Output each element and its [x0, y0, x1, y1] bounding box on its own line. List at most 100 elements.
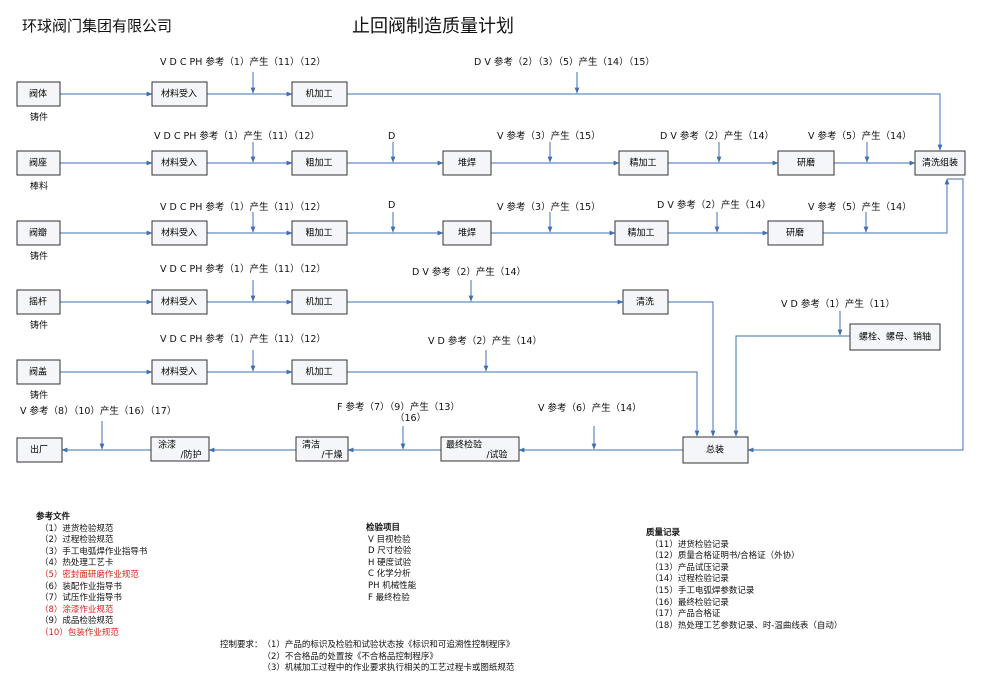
box-shipping: 出厂	[16, 437, 63, 463]
quality-records-legend: 质量记录 （11）进货检验记录 （12）质量合格证明书/合格证（外协） （13）…	[646, 528, 842, 632]
svg-text:材料受入: 材料受入	[161, 366, 197, 378]
ref-doc-item: （6）装配作业指导书	[40, 581, 122, 592]
reference-documents-legend: 参考文件 （1）进货检验规范 （2）过程检验规范 （3）手工电弧焊作业指导书 （…	[36, 512, 147, 640]
svg-text:机加工: 机加工	[305, 296, 332, 308]
inspection-item: PH 机械性能	[368, 580, 417, 591]
svg-text:材料受入: 材料受入	[161, 88, 197, 100]
svg-text:阀盖: 阀盖	[29, 366, 47, 378]
box-r2-material-receive: 材料受入	[151, 150, 208, 176]
ref-doc-item: （4）热处理工艺卡	[40, 558, 114, 569]
note-r2-d: D	[388, 131, 395, 142]
box-cleaning-assembly: 清洗组装	[914, 150, 966, 176]
reference-documents-title: 参考文件	[36, 512, 71, 522]
box-r4-machining: 机加工	[291, 289, 348, 315]
inspection-item: H 硬度试验	[368, 557, 412, 568]
svg-text:螺栓、螺母、销轴: 螺栓、螺母、销轴	[859, 331, 931, 343]
ref-doc-item: （9）成品检验规范	[40, 616, 114, 627]
quality-record-item: （17）产品合格证	[650, 609, 721, 620]
svg-text:/干燥: /干燥	[321, 450, 342, 461]
svg-text:阀瓣: 阀瓣	[29, 228, 47, 239]
inspection-item: V 目视检验	[368, 534, 411, 545]
svg-text:/试验: /试验	[486, 449, 507, 461]
note-ship: V 参考（8）（10）产生（16）（17）	[20, 405, 176, 417]
svg-text:材料受入: 材料受入	[161, 157, 197, 169]
material-r2: 棒料	[30, 180, 48, 192]
box-r4-rocker-arm: 摇杆	[16, 289, 61, 315]
box-r2-rough-machining: 粗加工	[291, 150, 348, 176]
svg-text:机加工: 机加工	[305, 88, 332, 100]
box-r3-finish-machining: 精加工	[614, 220, 669, 246]
note-r3-finish: D V 参考（2）产生（14）	[657, 199, 771, 211]
quality-record-item: （16）最终检验记录	[650, 597, 729, 608]
box-r1-valve-body: 阀体	[16, 81, 61, 107]
box-r3-rough-machining: 粗加工	[291, 220, 348, 246]
box-painting-protection: 涂漆 /防护	[150, 436, 210, 462]
box-final-inspection-test: 最终检验 /试验	[440, 436, 520, 462]
note-r5-receive: V D C PH 参考（1）产生（11）（12）	[160, 333, 326, 345]
box-r5-bonnet: 阀盖	[16, 359, 61, 385]
svg-text:材料受入: 材料受入	[161, 296, 197, 308]
svg-text:清洁: 清洁	[302, 439, 320, 451]
svg-text:阀座: 阀座	[29, 157, 47, 169]
note-assembly: V 参考（6）产生（14）	[538, 402, 642, 414]
quality-records-title: 质量记录	[646, 528, 681, 538]
company-name: 环球阀门集团有限公司	[22, 17, 173, 35]
control-requirements-label: 控制要求：	[220, 640, 263, 650]
svg-text:精加工: 精加工	[627, 227, 654, 239]
material-r4: 铸件	[30, 319, 48, 331]
ref-doc-item: （2）过程检验规范	[40, 535, 114, 546]
note-r3-d: D	[388, 200, 395, 211]
ref-doc-item: （5）密封面研磨作业规范	[40, 569, 139, 580]
svg-text:粗加工: 粗加工	[305, 157, 332, 169]
control-item: （3）机械加工过程中的作业要求执行相关的工艺过程卡或图纸规范	[262, 663, 515, 674]
note-r2-weld: V 参考（3）产生（15）	[497, 130, 601, 142]
note-r2-finish: D V 参考（2）产生（14）	[660, 130, 774, 142]
flow-connectors	[60, 72, 964, 453]
svg-text:阀体: 阀体	[29, 88, 47, 100]
ref-doc-item: （1）进货检验规范	[40, 523, 114, 534]
ref-doc-item: （3）手工电弧焊作业指导书	[40, 546, 148, 557]
box-r2-valve-seat: 阀座	[16, 150, 61, 176]
control-requirements: 控制要求： （1）产品的标识及检验和试验状态按《标识和可追溯性控制程序》 （2）…	[220, 640, 514, 675]
quality-record-item: （18）热处理工艺参数记录、时-温曲线表（自动）	[650, 620, 843, 631]
box-cleaning-drying: 清洁 /干燥	[295, 436, 349, 462]
svg-text:/防护: /防护	[180, 449, 201, 461]
box-r3-valve-disc: 阀瓣	[16, 220, 61, 246]
ref-doc-item: （8）涂漆作业规范	[40, 604, 114, 615]
material-r3: 铸件	[30, 250, 48, 262]
box-r4-material-receive: 材料受入	[151, 289, 208, 315]
note-final-f: F 参考（7）（9）产生（13）	[337, 401, 460, 413]
box-r1-material-receive: 材料受入	[151, 81, 208, 107]
svg-text:粗加工: 粗加工	[305, 227, 332, 239]
box-r3-grinding: 研磨	[767, 220, 824, 246]
control-item: （2）不合格品的处置按《不合格品控制程序》	[262, 651, 438, 662]
note-r3-receive: V D C PH 参考（1）产生（11）（12）	[160, 201, 326, 213]
note-r1-receive: V D C PH 参考（1）产生（11）（12）	[160, 56, 326, 68]
note-r3-weld: V 参考（3）产生（15）	[497, 201, 601, 213]
box-r1-machining: 机加工	[291, 81, 348, 107]
box-final-assembly: 总装	[682, 436, 749, 464]
inspection-item: F 最终检验	[368, 592, 410, 603]
inspection-item: C 化学分析	[368, 569, 411, 580]
inspection-item: D 尺寸检验	[368, 546, 412, 557]
svg-text:最终检验: 最终检验	[446, 439, 482, 451]
box-r5-material-receive: 材料受入	[151, 359, 208, 385]
svg-text:堆焊: 堆焊	[458, 157, 476, 169]
quality-record-item: （11）进货检验记录	[650, 539, 729, 550]
box-fasteners: 螺栓、螺母、销轴	[849, 323, 941, 351]
material-r5: 铸件	[30, 389, 48, 401]
svg-text:摇杆: 摇杆	[29, 296, 47, 308]
control-item: （1）产品的标识及检验和试验状态按《标识和可追溯性控制程序》	[262, 640, 515, 650]
note-r2-receive: V D C PH 参考（1）产生（11）（12）	[154, 130, 320, 142]
inspection-items-legend: 检验项目 V 目视检验 D 尺寸检验 H 硬度试验 C 化学分析 PH 机械性能…	[366, 523, 416, 604]
note-r5-machining: V D 参考（2）产生（14）	[428, 335, 542, 347]
ref-doc-item: （10）包装作业规范	[40, 627, 119, 638]
quality-record-item: （14）过程检验记录	[650, 574, 729, 585]
svg-text:精加工: 精加工	[629, 157, 656, 169]
quality-record-item: （15）手工电弧焊参数记录	[650, 585, 755, 596]
svg-text:研磨: 研磨	[797, 158, 815, 169]
note-final-f-2: （16）	[395, 412, 426, 424]
box-r5-machining: 机加工	[291, 359, 348, 385]
note-r2-grind: V 参考（5）产生（14）	[808, 130, 912, 142]
